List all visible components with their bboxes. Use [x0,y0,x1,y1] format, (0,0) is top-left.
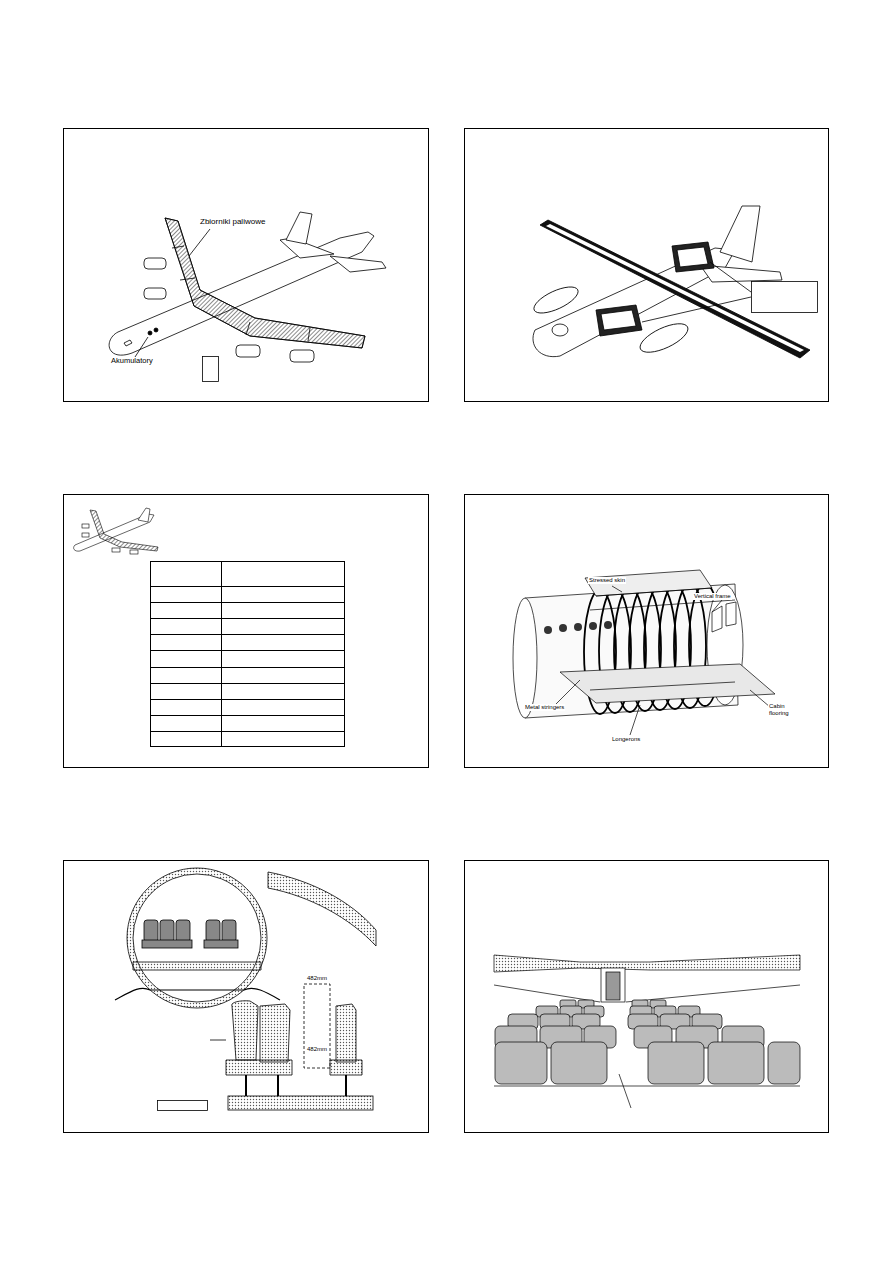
cabin-interior [494,955,800,1108]
turboprop-drawing [530,206,817,358]
part-label: Metal stringers [524,704,565,711]
part-label: 482mm [306,975,328,982]
part-label: Cabin flooring [768,703,804,716]
part-label: Vertical frame [693,593,732,600]
part-label: Akumulatory [110,357,154,365]
fuselage-cutaway [513,570,775,735]
part-label: Zbiorniki paliwowe [199,218,266,227]
cabin-cross-section [115,868,376,1111]
thumbnail-and-table [74,508,345,747]
slide-frames [64,129,829,1133]
part-label: Longerons [611,736,641,743]
part-label: 482mm [306,1046,328,1053]
part-label: Stressed skin [588,577,626,584]
jet-airliner-drawing [109,212,386,382]
